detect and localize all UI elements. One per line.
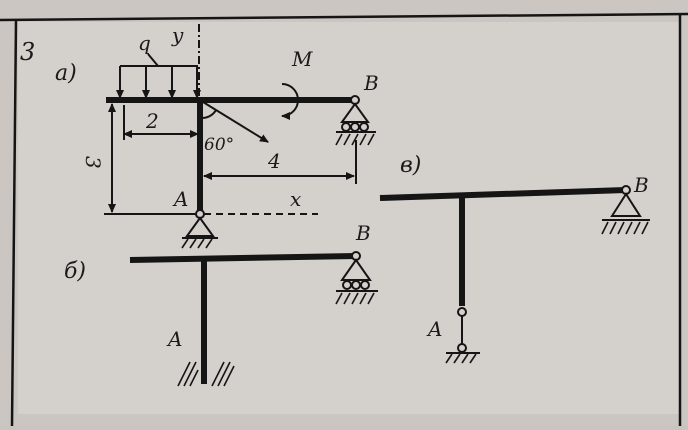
- panel-v-label: в): [400, 153, 421, 178]
- panel-a: а) y q M 60°: [55, 23, 379, 249]
- panel-v: в) A B: [379, 153, 650, 364]
- support-a-label-v: A: [426, 317, 442, 341]
- frame-top-border: [0, 12, 688, 22]
- panel-b: б) B A: [64, 221, 378, 387]
- panel-b-label: б): [64, 259, 86, 284]
- support-b-label-b: B: [355, 221, 371, 245]
- dim-4-label: 4: [267, 149, 281, 173]
- support-a-label-b: A: [166, 327, 182, 351]
- moment-label: M: [291, 47, 313, 71]
- y-axis-label: y: [171, 23, 184, 47]
- support-b-pin-v: [601, 185, 650, 235]
- beam-v-horizontal: [379, 187, 627, 201]
- x-axis-label: x: [290, 187, 301, 211]
- hinge-bottom: [457, 343, 467, 353]
- panel-a-label: а): [55, 61, 77, 86]
- dim-2-label: 2: [145, 109, 159, 133]
- support-b-roller: [335, 95, 376, 146]
- load-q-label: q: [138, 31, 151, 55]
- angle-arc: [202, 109, 217, 119]
- frame-left-border: [10, 19, 18, 427]
- support-b-label: B: [363, 71, 379, 95]
- dim-3-label: 3: [81, 156, 105, 169]
- support-a-label: A: [172, 187, 188, 211]
- hinge-top: [457, 307, 467, 317]
- angle-label: 60°: [204, 135, 234, 155]
- support-a-fixed: [177, 361, 235, 387]
- support-a-pin: [181, 209, 218, 249]
- support-b-roller-b: [335, 251, 378, 305]
- support-b-label-v: B: [633, 173, 649, 197]
- problem-number: 3: [20, 38, 35, 66]
- inclined-force-arrow: [202, 101, 269, 143]
- beam-b-horizontal: [129, 253, 357, 263]
- ground-a-v: [445, 352, 480, 364]
- moment-arrow: [281, 83, 299, 120]
- figure-panel: [18, 22, 680, 414]
- distributed-load-q: [116, 53, 201, 99]
